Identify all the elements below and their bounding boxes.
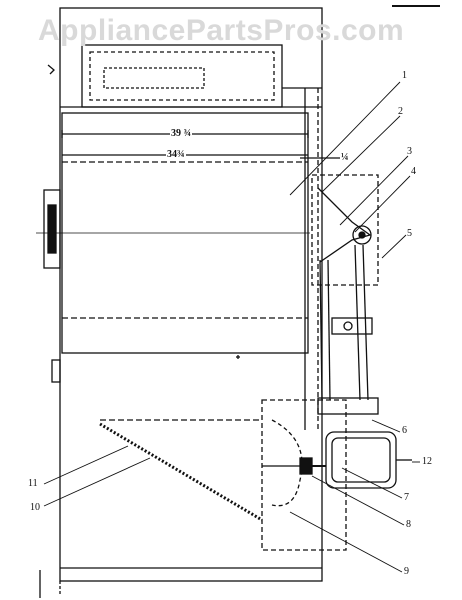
lint-screen (99, 422, 263, 522)
leader-4 (354, 175, 411, 233)
callout-7: 7 (404, 492, 409, 503)
cabinet-outline (59, 7, 323, 582)
callout-4: 4 (411, 166, 416, 177)
blower-wheel-hub (299, 457, 313, 475)
top-console (81, 44, 283, 108)
watermark-text: AppliancePartsPros.com (38, 14, 405, 47)
belt-right (354, 244, 361, 401)
tensioner-bracket (331, 317, 373, 335)
callout-5: 5 (407, 228, 412, 239)
dim-label-overall: 39 ¾ (170, 128, 192, 139)
leader-1 (289, 81, 401, 196)
drum-pulley (352, 225, 372, 245)
door-hinge-fill (47, 204, 57, 254)
motor-body (325, 431, 397, 489)
callout-6: 6 (402, 425, 407, 436)
belt-left (319, 259, 323, 401)
callout-1: 1 (402, 70, 407, 81)
blower-scroll (271, 419, 303, 507)
belt-right-2 (362, 244, 369, 401)
dim-label-offset: ¼ (340, 152, 350, 163)
motor-mount-plate (317, 397, 379, 415)
leader-3 (339, 155, 409, 226)
leader-7 (341, 467, 403, 499)
callout-10: 10 (30, 502, 40, 513)
leader-8 (311, 475, 405, 526)
leader-11 (43, 445, 129, 485)
callout-2: 2 (398, 106, 403, 117)
callout-3: 3 (407, 146, 412, 157)
motor-inner (331, 437, 391, 483)
leader-2 (321, 115, 401, 193)
leader-9 (289, 511, 403, 573)
leader-10 (43, 457, 151, 507)
callout-11: 11 (28, 478, 38, 489)
callout-9: 9 (404, 566, 409, 577)
callout-8: 8 (406, 519, 411, 530)
console-control-panel (103, 67, 205, 89)
leader-5 (381, 234, 407, 259)
belt-guard (311, 174, 379, 286)
drum-pulley-hub (358, 231, 366, 239)
tensioner-bolt (343, 321, 353, 331)
belt-left-2 (327, 259, 331, 401)
console-knob-mark (47, 64, 55, 75)
blower-housing (261, 399, 347, 551)
top-console-inner (89, 51, 275, 101)
leader-6 (371, 419, 401, 433)
idler-arm (317, 187, 372, 263)
callout-12: 12 (422, 456, 432, 467)
door-latch (51, 359, 61, 383)
door-hinge (43, 189, 61, 269)
dim-label-inner: 34¾ (166, 149, 186, 160)
